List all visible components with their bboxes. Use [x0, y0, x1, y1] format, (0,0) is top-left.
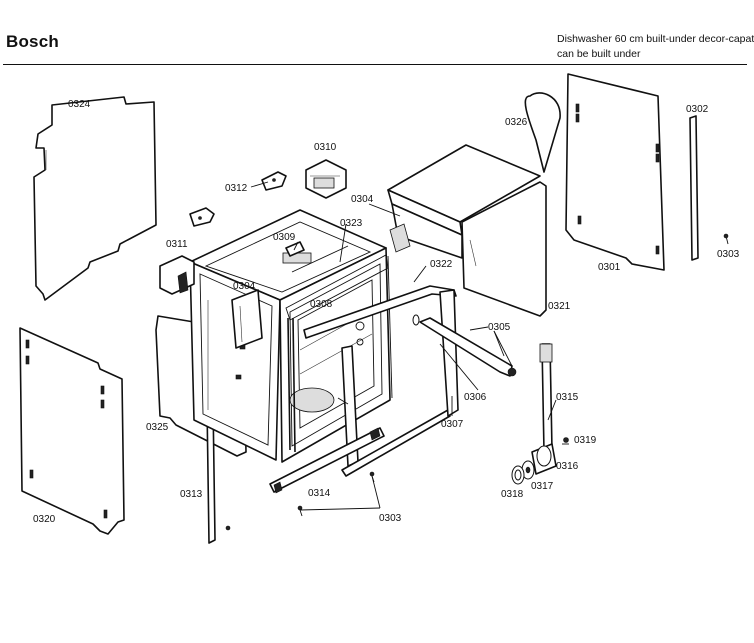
label-0326: 0326: [505, 117, 528, 128]
side-panel-0321: [461, 181, 547, 317]
label-0304-top: 0304: [351, 194, 374, 205]
spray-arm-0305: [412, 314, 517, 377]
label-0310: 0310: [314, 142, 337, 153]
label-0324: 0324: [68, 99, 91, 110]
header-divider: [3, 64, 747, 65]
label-0302: 0302: [686, 104, 709, 115]
label-0307: 0307: [441, 419, 464, 430]
elbow-0316: [536, 445, 552, 467]
top-cover-0326: [387, 92, 561, 259]
hinge-bracket-0312: [189, 171, 287, 227]
bracket-0304-left: [231, 289, 263, 349]
label-0325: 0325: [146, 422, 169, 433]
screw-0303-right: [723, 233, 729, 245]
label-0315: 0315: [556, 392, 579, 403]
side-panel-0324: [33, 96, 157, 301]
rail-0322: [303, 285, 459, 477]
description-line-1: Dishwasher 60 cm built-under decor-capat: [557, 33, 754, 45]
label-0319: 0319: [574, 435, 597, 446]
label-0313: 0313: [180, 489, 203, 500]
label-0304-left: 0304: [233, 281, 256, 292]
description-line-2: can be built under: [557, 48, 641, 60]
seal-strip-0302: [689, 115, 699, 261]
label-0320: 0320: [33, 514, 56, 525]
brand-name: Bosch: [6, 32, 59, 51]
leader-lines: [250, 181, 557, 511]
screw-0319: [562, 437, 569, 445]
label-0309: 0309: [273, 232, 296, 243]
label-0303-bottom: 0303: [379, 513, 402, 524]
label-0314: 0314: [308, 488, 331, 499]
connector-0310: [305, 159, 347, 199]
screws-0303-bottom: [225, 471, 375, 531]
label-0311: 0311: [166, 239, 188, 250]
label-0316: 0316: [556, 461, 579, 472]
ring-0318: [511, 465, 525, 485]
rear-panel-0301: [565, 73, 665, 271]
label-0303-right: 0303: [717, 249, 740, 260]
side-panel-0320: [19, 327, 125, 535]
label-0322: 0322: [430, 259, 453, 270]
bottom-rail-0314: [269, 427, 385, 494]
appliance-description: Dishwasher 60 cm built-under decor-capat…: [557, 32, 754, 62]
label-0321: 0321: [548, 301, 571, 312]
control-module-0311: [159, 255, 195, 295]
label-0317: 0317: [531, 481, 554, 492]
label-0318: 0318: [501, 489, 524, 500]
label-0308: 0308: [310, 299, 333, 310]
label-0306: 0306: [464, 392, 487, 403]
label-0305: 0305: [488, 322, 511, 333]
ring-0317: [521, 460, 535, 480]
label-0301: 0301: [598, 262, 621, 273]
door-seal-0308: [285, 254, 393, 453]
label-0312: 0312: [225, 183, 248, 194]
label-0323: 0323: [340, 218, 363, 229]
